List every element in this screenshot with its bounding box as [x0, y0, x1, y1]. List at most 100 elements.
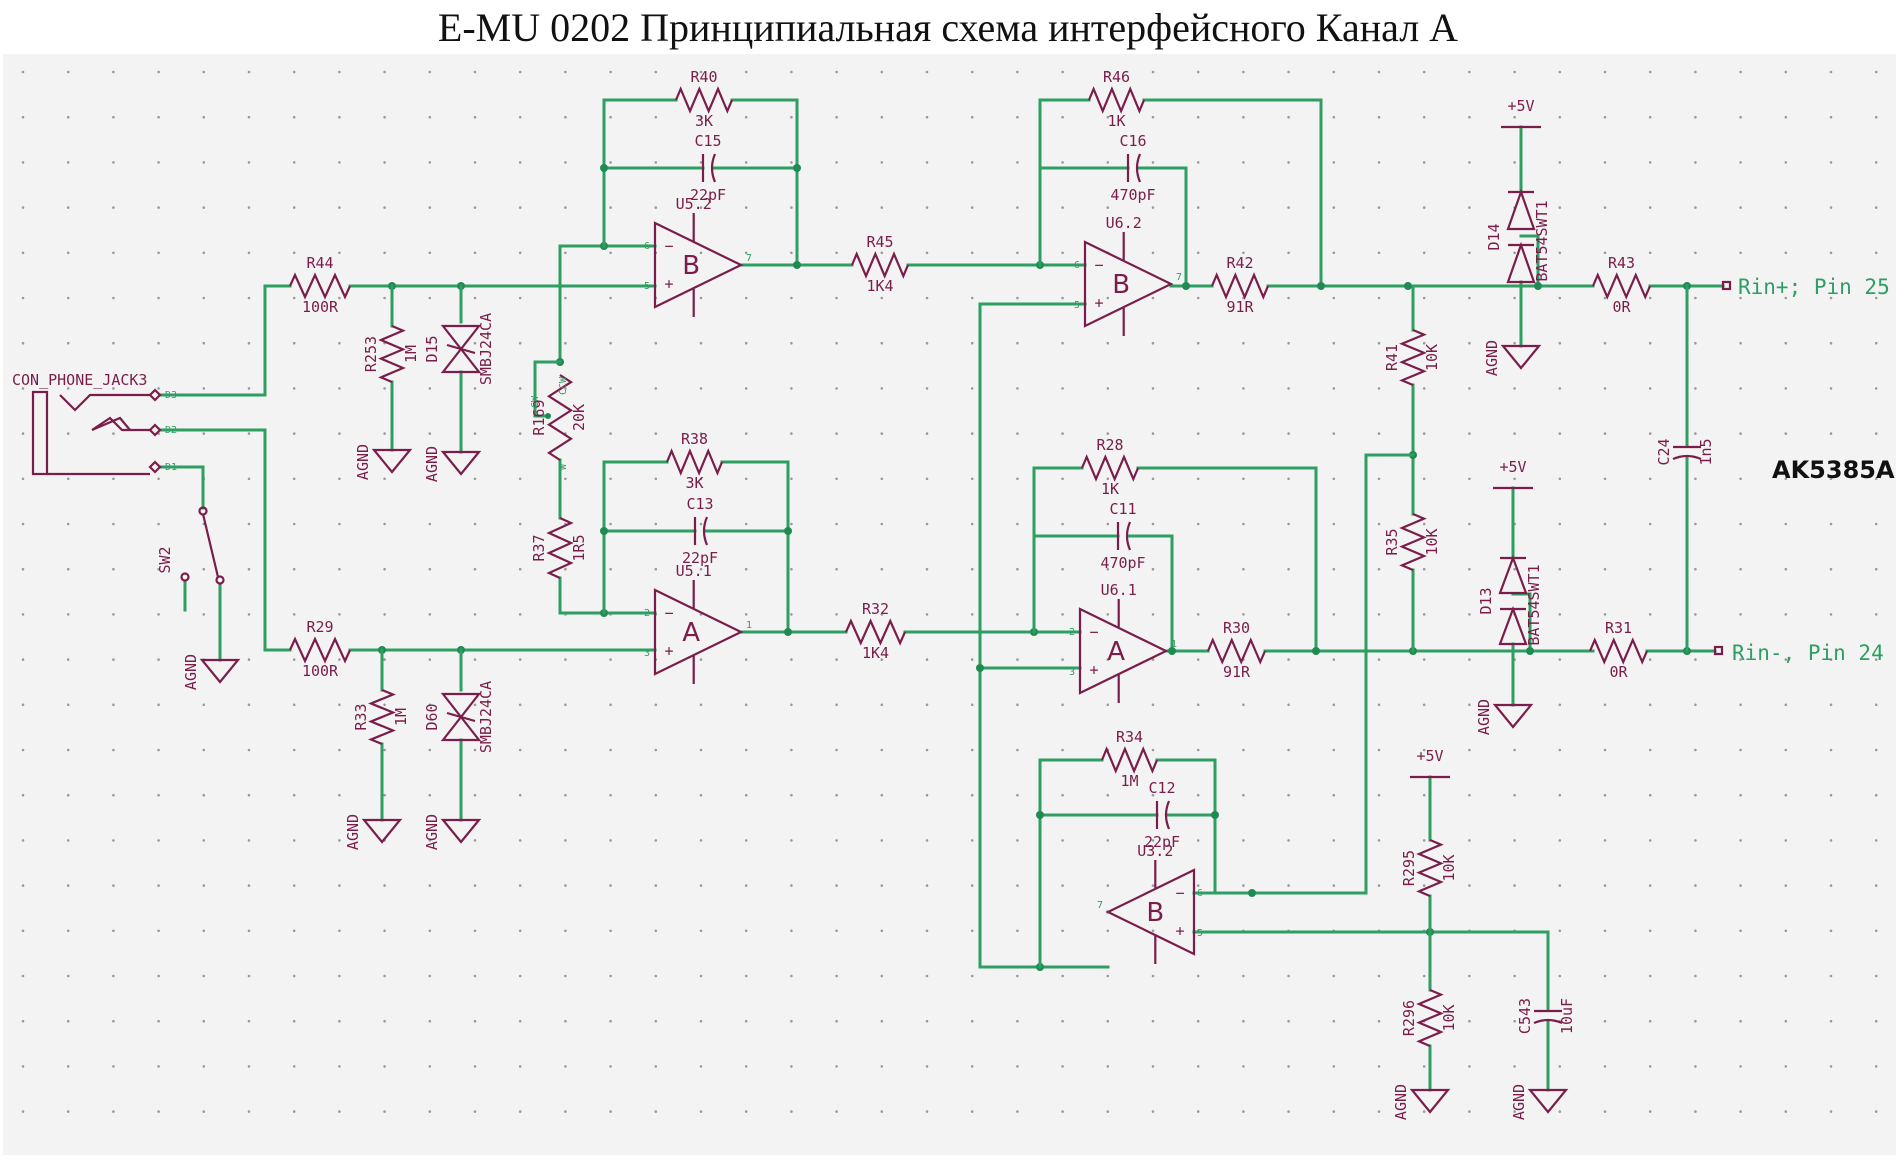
grid-dot: [1603, 793, 1607, 797]
grid-dot: [157, 251, 160, 255]
grid-dot: [925, 115, 929, 119]
r46-resistor: [1087, 86, 1146, 114]
grid-dot: [112, 251, 115, 255]
grid-dot: [1739, 522, 1742, 526]
grid-dot: [744, 613, 748, 616]
wire: [1519, 234, 1540, 288]
grid-dot: [1377, 432, 1381, 435]
grid-dot: [1874, 341, 1878, 345]
grid-dot: [1106, 703, 1110, 707]
grid-dot: [112, 703, 115, 707]
grid-dot: [1377, 567, 1381, 571]
grid-dot: [1332, 296, 1336, 300]
grid-dot: [338, 251, 341, 255]
grid-dot: [609, 658, 612, 661]
r35-value: 10K: [1423, 528, 1441, 555]
grid-dot: [1061, 296, 1064, 300]
grid-dot: [1648, 206, 1652, 209]
grid-dot: [1829, 251, 1833, 255]
grid-dot: [428, 161, 432, 164]
grid-dot: [518, 251, 522, 255]
grid-dot: [1016, 929, 1019, 933]
grid-dot: [1468, 115, 1471, 119]
grid-dot: [1739, 748, 1742, 752]
grid-dot: [1196, 251, 1200, 255]
grid-dot: [66, 748, 70, 752]
r32-ref: R32: [862, 600, 889, 618]
junction-dot: [1312, 647, 1320, 655]
grid-dot: [1106, 1019, 1110, 1023]
grid-dot: [1106, 613, 1110, 616]
grid-dot: [1196, 839, 1200, 842]
grid-dot: [247, 161, 251, 164]
grid-dot: [428, 613, 432, 616]
wires: [158, 98, 1725, 1092]
grid-dot: [338, 974, 341, 978]
grid-dot: [428, 658, 432, 661]
grid-dot: [157, 929, 160, 933]
grid-dot: [1016, 974, 1019, 978]
grid-dot: [21, 974, 25, 978]
grid-dot: [1332, 793, 1336, 797]
grid-dot: [1242, 70, 1245, 74]
grid-dot: [609, 929, 612, 933]
wire: [1137, 166, 1188, 288]
grid-dot: [699, 1110, 703, 1113]
grid-dot: [383, 251, 386, 255]
grid-dot: [1829, 115, 1833, 119]
grid-dot: [383, 613, 386, 616]
grid-dot: [112, 884, 115, 887]
grid-dot: [1287, 1065, 1290, 1068]
grid-dot: [473, 1110, 477, 1113]
junction-dot: [600, 164, 608, 172]
grid-dot: [1151, 1065, 1155, 1068]
grid-dot: [518, 432, 522, 435]
grid-dot: [157, 522, 160, 526]
grid-dot: [202, 341, 206, 345]
u61-unit: A: [1107, 637, 1125, 667]
grid-dot: [1648, 567, 1652, 571]
c15-value: 22pF: [690, 186, 726, 204]
grid-dot: [1603, 115, 1607, 119]
grid-dot: [202, 748, 206, 752]
grid-dot: [970, 477, 974, 481]
grid-dot: [1468, 839, 1471, 842]
grid-dot: [338, 1019, 341, 1023]
grid-dot: [518, 341, 522, 345]
grid-dot: [292, 839, 296, 842]
grid-dot: [518, 658, 522, 661]
grid-dot: [880, 748, 884, 752]
grid-dot: [1016, 1065, 1019, 1068]
grid-dot: [1694, 658, 1697, 661]
jack-pin-1: [148, 423, 162, 437]
grid-dot: [1377, 748, 1381, 752]
grid-dot: [1422, 115, 1426, 119]
u61-pin-out: 1: [1171, 639, 1177, 650]
switch-contact: [215, 575, 225, 585]
grid-dot: [1061, 251, 1064, 255]
grid-dot: [428, 703, 432, 707]
grid-dot: [1287, 974, 1290, 978]
grid-dot: [609, 793, 612, 797]
grid-dot: [609, 522, 612, 526]
grid-dot: [880, 341, 884, 345]
grid-dot: [1422, 974, 1426, 978]
grid-dot: [1242, 477, 1245, 481]
grid-dot: [1016, 432, 1019, 435]
grid-dot: [1739, 70, 1742, 74]
grid-dot: [383, 658, 386, 661]
grid-dot: [66, 251, 70, 255]
grid-dot: [880, 251, 884, 255]
grid-dot: [1874, 477, 1878, 481]
grid-dot: [835, 703, 838, 707]
grid-dot: [247, 70, 251, 74]
grid-dot: [112, 387, 115, 390]
grid-dot: [1196, 1019, 1200, 1023]
grid-dot: [1648, 884, 1652, 887]
grid-dot: [338, 567, 341, 571]
grid-dot: [112, 929, 115, 933]
grid-dot: [1196, 613, 1200, 616]
grid-dot: [1513, 748, 1516, 752]
grid-dot: [202, 929, 206, 933]
grid-dot: [1332, 567, 1336, 571]
